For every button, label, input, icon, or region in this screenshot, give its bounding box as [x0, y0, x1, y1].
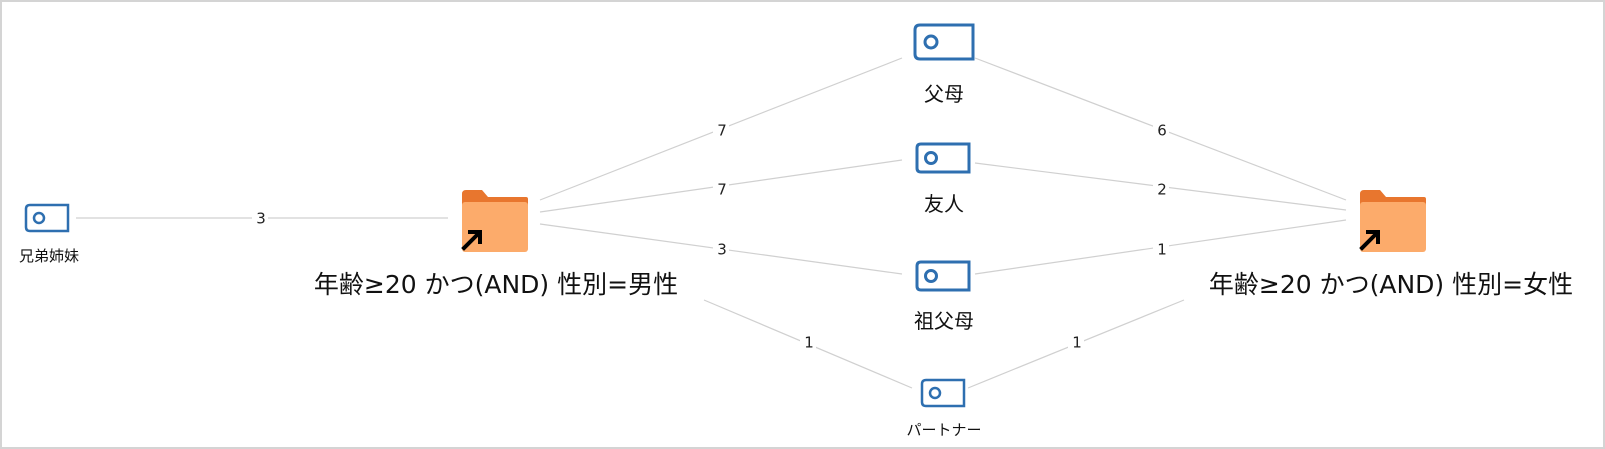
node-parents[interactable]: 父母 [913, 23, 975, 106]
edge-weight-label: 1 [804, 334, 814, 352]
node-tag-icon [915, 142, 971, 174]
node-partner[interactable]: パートナー [906, 378, 982, 439]
edge-weight-label: 1 [1072, 334, 1082, 352]
node-tag-icon [920, 378, 966, 408]
edge-weight-label: 7 [717, 122, 727, 140]
node-tag-icon [915, 260, 971, 292]
node-tag-icon [24, 203, 70, 233]
node-friends[interactable]: 友人 [915, 142, 971, 216]
node-label-siblings: 兄弟姉妹 [19, 247, 79, 265]
node-label-group-male: 年齢≥20 かつ(AND) 性別=男性 [314, 270, 678, 299]
node-group-male[interactable]: 年齢≥20 かつ(AND) 性別=男性 [314, 190, 678, 299]
node-label-group-female: 年齢≥20 かつ(AND) 性別=女性 [1209, 270, 1573, 299]
node-group-female[interactable]: 年齢≥20 かつ(AND) 性別=女性 [1209, 190, 1573, 299]
node-label-grandparents: 祖父母 [914, 309, 974, 333]
edge-weight-label: 6 [1157, 122, 1167, 140]
node-tag-icon [913, 23, 975, 61]
edge-weight-label: 7 [717, 181, 727, 199]
edge-weight-label: 3 [256, 210, 266, 228]
folder-shortcut-icon [1359, 190, 1426, 252]
node-siblings[interactable]: 兄弟姉妹 [19, 203, 79, 265]
node-label-parents: 父母 [924, 82, 964, 106]
node-grandparents[interactable]: 祖父母 [914, 260, 974, 333]
edge-weight-label: 1 [1157, 241, 1167, 259]
folder-shortcut-icon [461, 190, 528, 252]
edge-weight-label: 2 [1157, 181, 1167, 199]
node-label-partner: パートナー [906, 421, 981, 439]
edge-weight-label: 3 [717, 241, 727, 259]
node-label-friends: 友人 [924, 192, 964, 216]
edge-labels: 3 7 7 3 1 6 2 1 1 [252, 121, 1169, 352]
